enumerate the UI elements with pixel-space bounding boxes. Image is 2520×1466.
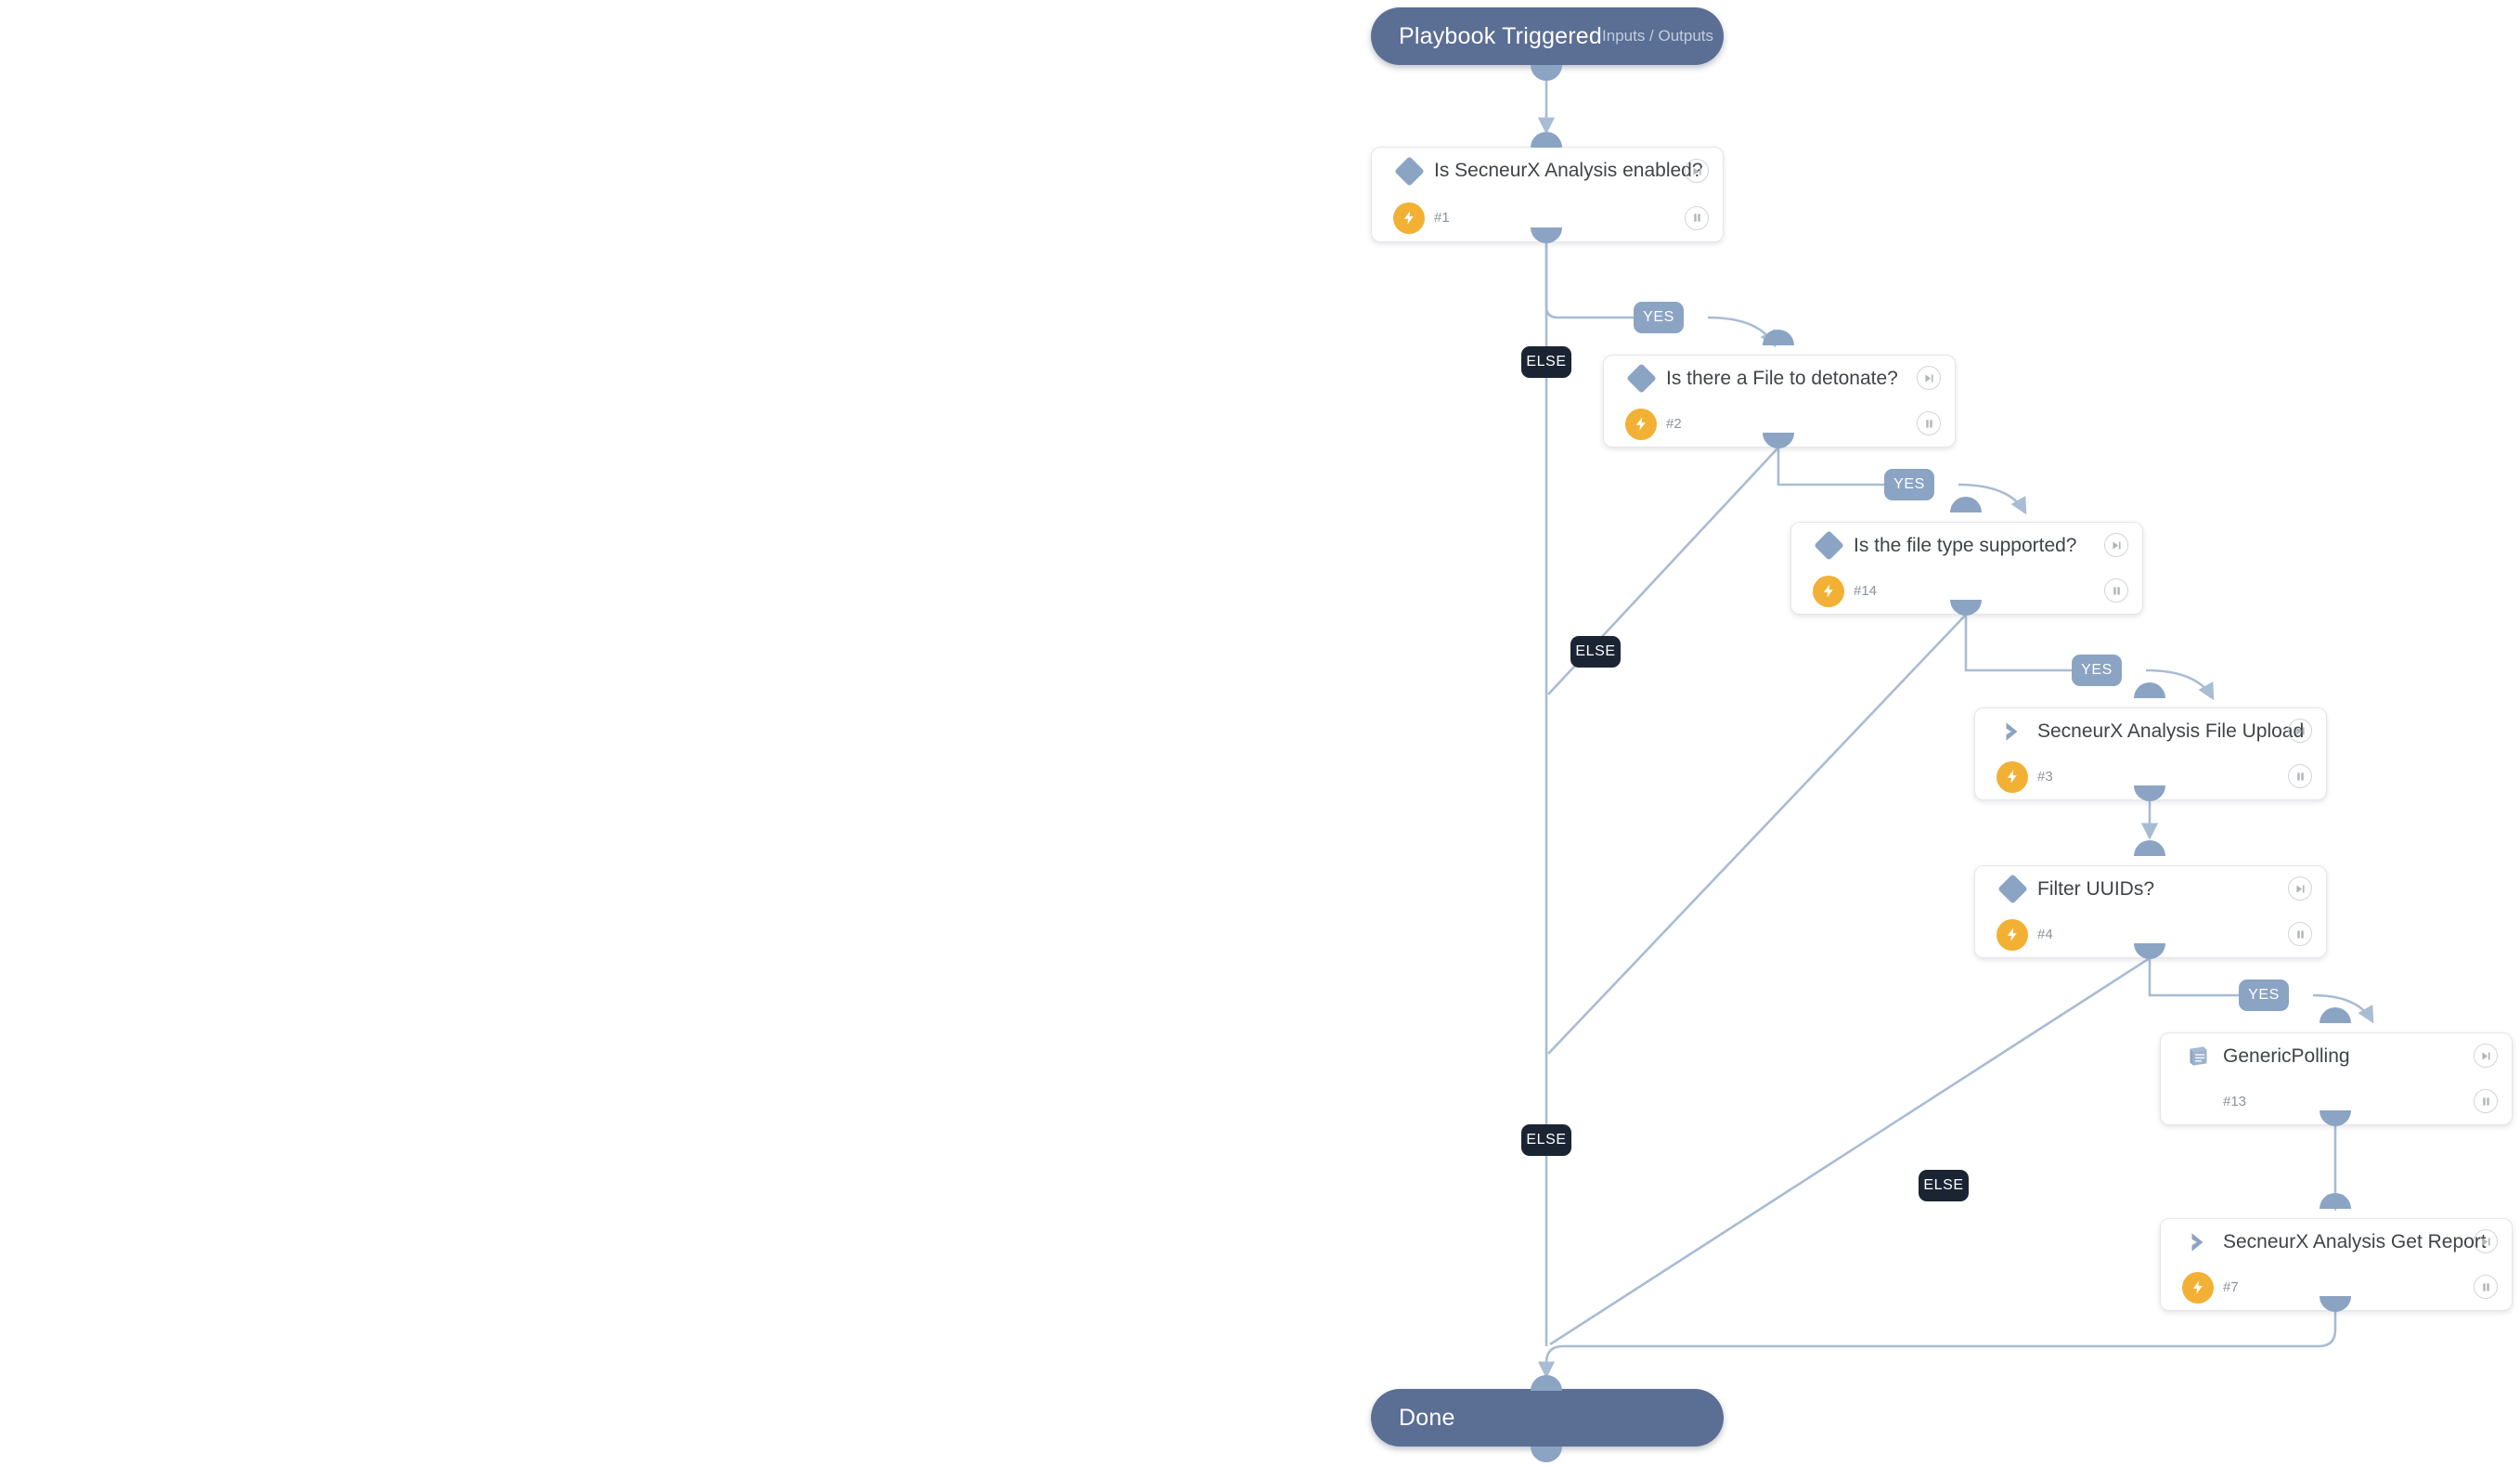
node-n3-header: SecneurX Analysis File Upload: [1975, 708, 2326, 754]
branch-badge-yes-n4[interactable]: YES: [2239, 979, 2289, 1011]
node-n3-title: SecneurX Analysis File Upload: [2037, 720, 2305, 742]
node-n2-input-handle[interactable]: [1763, 330, 1794, 345]
node-n3-number: #3: [2037, 769, 2053, 785]
bolt-icon: [2182, 1271, 2214, 1304]
node-n13-output-handle[interactable]: [2320, 1110, 2351, 1126]
branch-badge-else-n14[interactable]: ELSE: [1521, 1124, 1571, 1156]
node-n3-input-handle[interactable]: [2134, 682, 2165, 698]
diamond-icon: [1390, 152, 1428, 189]
node-n2-title: Is there a File to detonate?: [1666, 367, 1898, 389]
branch-badge-yes-n1[interactable]: YES: [1634, 302, 1684, 333]
skip-icon[interactable]: [2288, 719, 2312, 743]
node-genericpolling[interactable]: GenericPolling #13: [2160, 1032, 2513, 1125]
node-n3-footer: #3: [1975, 754, 2326, 799]
chevron-right-icon: [2179, 1224, 2216, 1261]
skip-icon[interactable]: [1917, 366, 1941, 390]
inputs-outputs-link[interactable]: Inputs / Outputs: [1602, 27, 1714, 45]
node-n1-input-handle[interactable]: [1531, 132, 1562, 148]
node-n7-title: SecneurX Analysis Get Report: [2223, 1230, 2487, 1252]
chevron-right-icon: [1994, 713, 2031, 750]
node-n13-header: GenericPolling: [2161, 1033, 2512, 1079]
node-n1-number: #1: [1434, 210, 1450, 227]
node-n4-header: Filter UUIDs?: [1975, 866, 2326, 912]
playbook-triggered-title: Playbook Triggered: [1399, 22, 1603, 49]
done-title: Done: [1399, 1404, 1455, 1431]
node-n4-number: #4: [2037, 927, 2053, 942]
node-n7-header: SecneurX Analysis Get Report: [2161, 1219, 2512, 1265]
skip-icon[interactable]: [2104, 533, 2128, 557]
node-n13-number: #13: [2223, 1094, 2247, 1109]
pause-icon[interactable]: [1917, 411, 1941, 435]
pause-icon[interactable]: [2288, 922, 2312, 946]
bolt-placeholder: [2179, 1086, 2214, 1118]
node-n7-input-handle[interactable]: [2320, 1193, 2351, 1209]
node-n14-header: Is the file type supported?: [1791, 523, 2142, 568]
done-node[interactable]: Done: [1371, 1389, 1724, 1447]
node-n14-input-handle[interactable]: [1950, 497, 1982, 512]
node-n1-footer: #1: [1372, 195, 1723, 242]
node-secneurx-analysis-file-upload[interactable]: SecneurX Analysis File Upload #3: [1974, 707, 2327, 800]
done-input-handle[interactable]: [1531, 1375, 1562, 1391]
node-n2-output-handle[interactable]: [1763, 433, 1794, 448]
pause-icon[interactable]: [2104, 578, 2128, 603]
bolt-icon: [1997, 918, 2028, 951]
node-n4-footer: #4: [1975, 912, 2326, 957]
node-n2-footer: #2: [1604, 401, 1955, 447]
done-output-handle[interactable]: [1531, 1447, 1562, 1462]
bolt-icon: [1625, 408, 1657, 440]
branch-badge-yes-n2[interactable]: YES: [1884, 469, 1934, 500]
skip-icon[interactable]: [2474, 1044, 2498, 1068]
branch-badge-else-n4[interactable]: ELSE: [1919, 1170, 1969, 1201]
branch-badge-else-n1[interactable]: ELSE: [1521, 346, 1571, 378]
branch-badge-yes-n14[interactable]: YES: [2072, 655, 2122, 686]
node-n14-number: #14: [1854, 583, 1878, 599]
pause-icon[interactable]: [1685, 205, 1709, 230]
bolt-icon: [1997, 760, 2028, 793]
bolt-icon: [1393, 201, 1425, 234]
node-n4-output-handle[interactable]: [2134, 943, 2165, 959]
bolt-icon: [1813, 575, 1844, 607]
skip-icon[interactable]: [1685, 159, 1709, 183]
playbook-book-icon: [2179, 1038, 2216, 1075]
node-is-there-a-file-to-detonate[interactable]: Is there a File to detonate? #2: [1603, 355, 1956, 448]
node-n1-output-handle[interactable]: [1531, 227, 1562, 243]
skip-icon[interactable]: [2474, 1229, 2498, 1253]
node-n13-title: GenericPolling: [2223, 1044, 2350, 1067]
node-n1-header: Is SecneurX Analysis enabled?: [1372, 148, 1723, 195]
diamond-icon: [1622, 360, 1660, 397]
node-n14-output-handle[interactable]: [1950, 600, 1982, 616]
skip-icon[interactable]: [2288, 876, 2312, 901]
node-is-secneurx-analysis-enabled[interactable]: Is SecneurX Analysis enabled? #1: [1371, 147, 1724, 242]
node-n13-footer: #13: [2161, 1079, 2512, 1124]
playbook-triggered-node[interactable]: Playbook Triggered Inputs / Outputs: [1371, 7, 1724, 65]
node-n7-number: #7: [2223, 1279, 2239, 1295]
node-n4-input-handle[interactable]: [2134, 840, 2165, 856]
node-n4-title: Filter UUIDs?: [2037, 877, 2155, 900]
node-n2-header: Is there a File to detonate?: [1604, 356, 1955, 401]
branch-badge-else-n2[interactable]: ELSE: [1570, 636, 1621, 668]
node-n13-input-handle[interactable]: [2320, 1007, 2351, 1023]
node-n3-output-handle[interactable]: [2134, 785, 2165, 801]
pause-icon[interactable]: [2474, 1089, 2498, 1113]
node-filter-uuids[interactable]: Filter UUIDs? #4: [1974, 865, 2327, 958]
pause-icon[interactable]: [2288, 764, 2312, 788]
diamond-icon: [1810, 527, 1847, 564]
node-n14-title: Is the file type supported?: [1854, 534, 2077, 556]
start-output-handle[interactable]: [1531, 65, 1562, 81]
diamond-icon: [1994, 871, 2031, 908]
node-is-the-file-type-supported[interactable]: Is the file type supported? #14: [1790, 522, 2143, 615]
node-n2-number: #2: [1666, 416, 1682, 432]
node-n14-footer: #14: [1791, 568, 2142, 614]
node-n1-title: Is SecneurX Analysis enabled?: [1434, 160, 1703, 182]
pause-icon[interactable]: [2474, 1275, 2498, 1299]
